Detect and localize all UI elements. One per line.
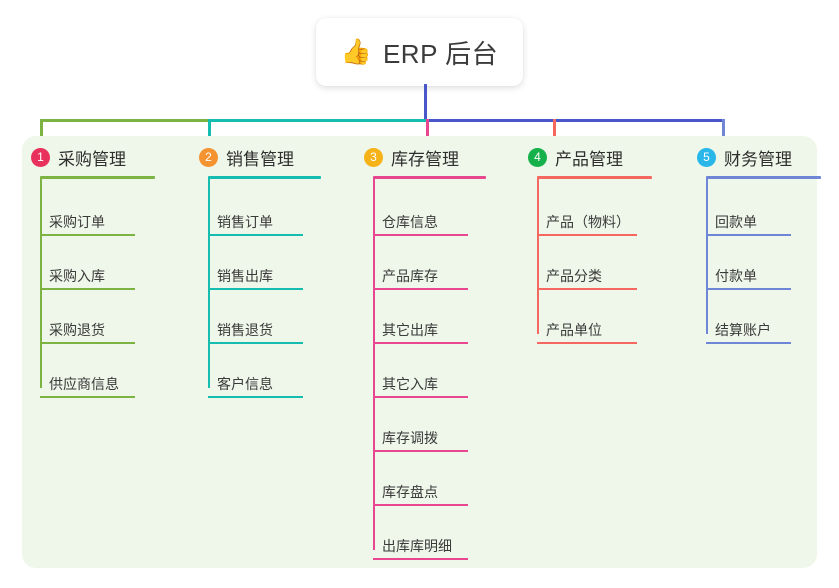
branch-drop-connector-1 bbox=[40, 119, 43, 145]
branch-header-underline bbox=[537, 176, 652, 179]
branch-item[interactable]: 产品分类 bbox=[546, 268, 602, 284]
branch-item[interactable]: 付款单 bbox=[715, 268, 757, 284]
branch-item[interactable]: 采购退货 bbox=[49, 322, 105, 338]
branch-column-4: 4 产品管理产品（物料） 产品分类产品单位 bbox=[528, 144, 652, 344]
thumbs-up-icon: 👍 bbox=[340, 37, 372, 66]
branch-item-underline bbox=[208, 234, 303, 236]
branch-item[interactable]: 供应商信息 bbox=[49, 376, 119, 392]
branch-column-3: 3 库存管理仓库信息产品库存其它出库其它入库库存调拨库存盘点出库库明细 bbox=[364, 144, 486, 560]
branch-item[interactable]: 库存盘点 bbox=[382, 484, 438, 500]
branch-item-underline bbox=[208, 396, 303, 398]
branch-spine bbox=[373, 178, 375, 550]
branch-title: 销售管理 bbox=[226, 149, 294, 169]
branch-item-underline bbox=[373, 558, 468, 560]
branch-drop-connector-2 bbox=[208, 119, 211, 145]
branch-header-库存管理[interactable]: 3 库存管理 bbox=[364, 144, 459, 170]
branch-item[interactable]: 客户信息 bbox=[217, 376, 273, 392]
branch-item[interactable]: 销售出库 bbox=[217, 268, 273, 284]
branch-item-underline bbox=[208, 342, 303, 344]
branch-spine bbox=[537, 178, 539, 334]
branch-drop-connector-3 bbox=[426, 119, 429, 145]
branch-number-badge: 3 bbox=[364, 147, 383, 167]
branch-item-underline bbox=[373, 288, 468, 290]
branch-drop-connector-5 bbox=[722, 119, 725, 145]
branch-drop-connector-4 bbox=[553, 119, 556, 145]
branch-item-underline bbox=[537, 234, 637, 236]
branch-item-underline bbox=[373, 234, 468, 236]
branch-item-underline bbox=[40, 288, 135, 290]
branch-item-underline bbox=[373, 342, 468, 344]
branch-header-underline bbox=[706, 176, 821, 179]
branch-spine bbox=[40, 178, 42, 388]
branch-item[interactable]: 销售退货 bbox=[217, 322, 273, 338]
branch-item-underline bbox=[537, 288, 637, 290]
branch-item[interactable]: 结算账户 bbox=[715, 322, 771, 338]
branch-item-underline bbox=[208, 288, 303, 290]
branch-item[interactable]: 产品库存 bbox=[382, 268, 438, 284]
branch-number-badge: 2 bbox=[199, 147, 218, 167]
branch-header-underline bbox=[40, 176, 155, 179]
branch-item[interactable]: 出库库明细 bbox=[382, 538, 452, 554]
trunk-segment-teal bbox=[208, 119, 429, 122]
root-stem-connector bbox=[424, 84, 427, 122]
branch-number-badge: 4 bbox=[528, 147, 547, 167]
branch-header-产品管理[interactable]: 4 产品管理 bbox=[528, 144, 623, 170]
branch-item-underline bbox=[373, 396, 468, 398]
branch-item-underline bbox=[537, 342, 637, 344]
branch-header-财务管理[interactable]: 5 财务管理 bbox=[697, 144, 792, 170]
branch-item-underline bbox=[706, 234, 791, 236]
branch-number-badge: 1 bbox=[31, 147, 50, 167]
branch-item-underline bbox=[706, 342, 791, 344]
root-node-card[interactable]: 👍 ERP 后台 bbox=[316, 18, 523, 86]
branch-item[interactable]: 库存调拨 bbox=[382, 430, 438, 446]
branch-item-underline bbox=[373, 504, 468, 506]
branch-title: 财务管理 bbox=[724, 149, 792, 169]
branch-item[interactable]: 其它入库 bbox=[382, 376, 438, 392]
branch-item[interactable]: 产品单位 bbox=[546, 322, 602, 338]
branch-title: 产品管理 bbox=[555, 149, 623, 169]
branch-column-2: 2 销售管理销售订单销售出库销售退货客户信息 bbox=[199, 144, 321, 398]
branch-number-badge: 5 bbox=[697, 147, 716, 167]
branch-item[interactable]: 采购入库 bbox=[49, 268, 105, 284]
branch-item[interactable]: 采购订单 bbox=[49, 214, 105, 230]
branch-header-underline bbox=[373, 176, 486, 179]
branch-title: 采购管理 bbox=[58, 149, 126, 169]
branch-header-销售管理[interactable]: 2 销售管理 bbox=[199, 144, 294, 170]
branch-column-5: 5 财务管理回款单付款单结算账户 bbox=[697, 144, 821, 344]
branch-item[interactable]: 其它出库 bbox=[382, 322, 438, 338]
branch-title: 库存管理 bbox=[391, 149, 459, 169]
branch-item-underline bbox=[40, 342, 135, 344]
branch-item-underline bbox=[706, 288, 791, 290]
branch-spine bbox=[208, 178, 210, 388]
branch-header-采购管理[interactable]: 1 采购管理 bbox=[31, 144, 126, 170]
trunk-segment-green bbox=[40, 119, 211, 122]
branch-item[interactable]: 回款单 bbox=[715, 214, 757, 230]
branch-item[interactable]: 仓库信息 bbox=[382, 214, 438, 230]
branch-item[interactable]: 销售订单 bbox=[217, 214, 273, 230]
branch-item[interactable]: 产品（物料） bbox=[546, 214, 630, 230]
branch-header-underline bbox=[208, 176, 321, 179]
root-node-title: ERP 后台 bbox=[382, 38, 499, 69]
branch-column-1: 1 采购管理采购订单采购入库采购退货供应商信息 bbox=[31, 144, 155, 398]
branch-item-underline bbox=[40, 234, 135, 236]
trunk-segment-blue bbox=[426, 119, 725, 122]
branches-panel bbox=[22, 136, 817, 568]
branch-item-underline bbox=[373, 450, 468, 452]
branch-item-underline bbox=[40, 396, 135, 398]
branch-spine bbox=[706, 178, 708, 334]
